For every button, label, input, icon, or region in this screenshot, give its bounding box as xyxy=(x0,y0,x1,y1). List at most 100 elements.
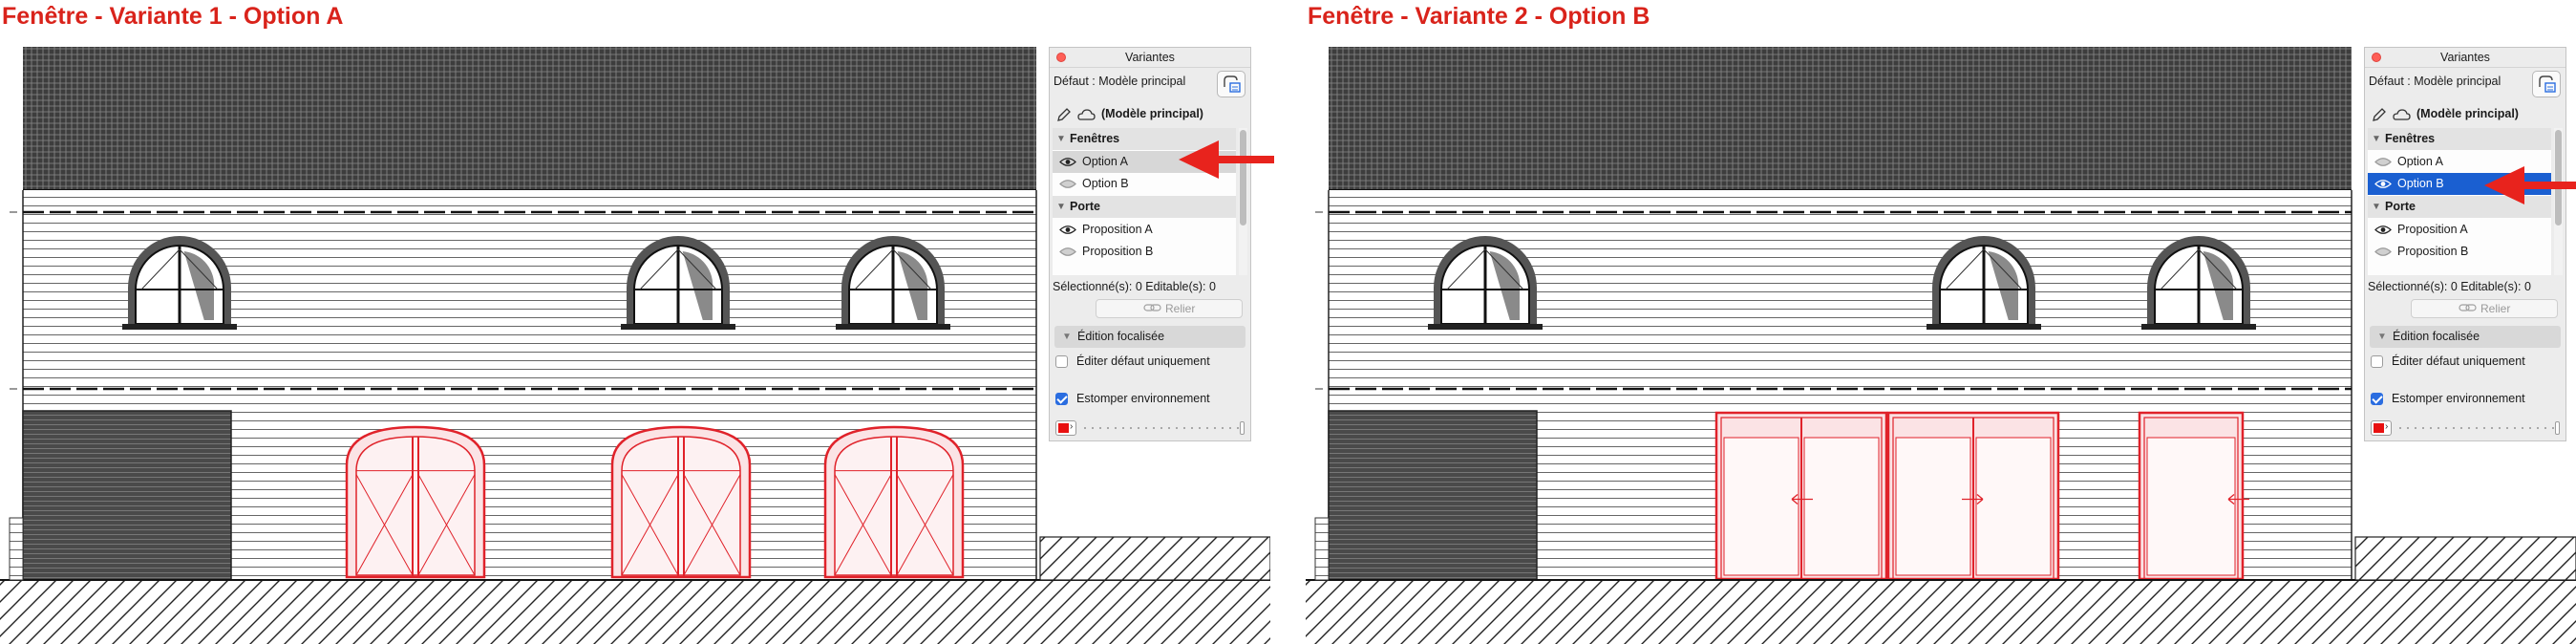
eye-icon[interactable] xyxy=(2374,247,2392,257)
door-leaf xyxy=(355,436,476,576)
window-shade xyxy=(2203,251,2234,320)
model-layers-button[interactable] xyxy=(1217,71,1245,97)
eye-icon[interactable] xyxy=(1059,225,1076,235)
pencil-icon[interactable] xyxy=(2371,106,2388,123)
eye-icon[interactable] xyxy=(2374,179,2392,189)
selection-status: Sélectionné(s): 0 Editable(s): 0 xyxy=(2368,280,2531,293)
cloud-icon[interactable] xyxy=(1076,106,1096,123)
chevron-down-icon: ▼ xyxy=(1062,332,1072,342)
chevron-down-icon[interactable]: ▼ xyxy=(2372,134,2381,144)
link-button[interactable]: Relier xyxy=(1096,299,1243,318)
chevron-down-icon[interactable]: ▼ xyxy=(1056,202,1066,212)
focused-edit-section[interactable]: ▼ Édition focalisée xyxy=(2370,326,2561,348)
eye-icon[interactable] xyxy=(1059,179,1076,189)
variant-option[interactable]: Option A xyxy=(2368,151,2551,173)
option-label: Option B xyxy=(1082,177,1129,190)
door-leaf xyxy=(1895,437,1971,576)
scroll-thumb[interactable] xyxy=(2555,130,2562,225)
figure-variant-2: Fenêtre - Variante 2 - Option B Variante… xyxy=(1306,0,2576,644)
edit-default-only-label: Éditer défaut uniquement xyxy=(2392,354,2525,368)
window-sill xyxy=(836,324,950,330)
environment-opacity-slider[interactable]: › xyxy=(1055,420,1245,436)
slider-track[interactable] xyxy=(1084,427,1239,429)
elevation-drawing xyxy=(1306,47,2576,644)
variant-option[interactable]: Proposition A xyxy=(2368,219,2551,241)
window-glazing xyxy=(854,248,932,290)
model-layers-button[interactable] xyxy=(2532,71,2561,97)
option-label: Proposition A xyxy=(2397,223,2468,236)
eye-icon[interactable] xyxy=(1059,157,1076,167)
link-icon xyxy=(2459,304,2477,311)
figure-variant-1: Fenêtre - Variante 1 - Option A Variante… xyxy=(0,0,1274,644)
checkbox-box[interactable] xyxy=(2371,355,2383,368)
edit-default-only-checkbox[interactable]: Éditer défaut uniquement xyxy=(2371,354,2562,371)
model-layers-icon xyxy=(1224,75,1241,93)
eye-icon[interactable] xyxy=(1059,247,1076,257)
window-shade xyxy=(183,251,215,320)
chevron-down-icon[interactable]: ▼ xyxy=(2372,202,2381,212)
group-label: Porte xyxy=(1070,200,1100,213)
cloud-icon[interactable] xyxy=(2392,106,2411,123)
variant-group[interactable]: ▼ Fenêtres xyxy=(1053,128,1236,150)
checkbox-box[interactable] xyxy=(1055,355,1068,368)
main-model-row[interactable]: (Modèle principal) xyxy=(1054,105,1245,124)
link-button-label: Relier xyxy=(1165,302,1196,315)
environment-opacity-slider[interactable]: › xyxy=(2371,420,2560,436)
slider-knob[interactable] xyxy=(2555,421,2560,435)
main-model-row[interactable]: (Modèle principal) xyxy=(2369,105,2560,124)
close-icon[interactable] xyxy=(2372,53,2381,62)
variant-option[interactable]: Proposition A xyxy=(1053,219,1236,241)
option-label: Proposition A xyxy=(1082,223,1153,236)
focused-edit-section[interactable]: ▼ Édition focalisée xyxy=(1054,326,1245,348)
variant-group[interactable]: ▼ Porte xyxy=(1053,196,1236,218)
eye-icon[interactable] xyxy=(2374,157,2392,167)
edit-default-only-checkbox[interactable]: Éditer défaut uniquement xyxy=(1055,354,1246,371)
color-swatch[interactable]: › xyxy=(1055,420,1076,436)
color-swatch[interactable]: › xyxy=(2371,420,2392,436)
checkbox-box[interactable] xyxy=(2371,393,2383,405)
group-label: Fenêtres xyxy=(1070,132,1120,145)
garage-door xyxy=(22,410,232,581)
chevron-down-icon: ▼ xyxy=(2377,332,2387,342)
scroll-thumb[interactable] xyxy=(1240,130,1246,225)
option-label: Proposition B xyxy=(1082,245,1154,258)
default-model-label: Défaut : Modèle principal xyxy=(1054,75,1186,88)
variant-option[interactable]: Proposition B xyxy=(2368,241,2551,263)
blur-environment-label: Estomper environnement xyxy=(2392,392,2525,405)
checkbox-box[interactable] xyxy=(1055,393,1068,405)
slider-track[interactable] xyxy=(2399,427,2554,429)
close-icon[interactable] xyxy=(1056,53,1066,62)
window-sill xyxy=(2141,324,2256,330)
ground-hatch xyxy=(1306,580,2576,644)
variant-option[interactable]: Option B xyxy=(1053,173,1236,195)
door-opening-lines xyxy=(355,474,476,576)
door-leaf xyxy=(621,436,741,576)
link-button-label: Relier xyxy=(2480,302,2511,315)
selection-status: Sélectionné(s): 0 Editable(s): 0 xyxy=(1053,280,1216,293)
window-glazing xyxy=(1945,248,2023,290)
window-shade xyxy=(897,251,928,320)
door-leaf xyxy=(1723,437,1799,576)
window-shade xyxy=(682,251,713,320)
variants-palette: Variantes Défaut : Modèle principal (Mod… xyxy=(1049,47,1251,441)
palette-title: Variantes xyxy=(1125,51,1175,64)
window-sill xyxy=(122,324,237,330)
chevron-down-icon[interactable]: ▼ xyxy=(1056,134,1066,144)
list-scrollbar[interactable] xyxy=(1239,128,1247,275)
variant-group[interactable]: ▼Fenêtres xyxy=(2368,128,2551,150)
eye-icon[interactable] xyxy=(2374,225,2392,235)
roof-tiles xyxy=(23,47,1036,190)
red-arrow-pointer xyxy=(2484,166,2576,204)
window-glazing xyxy=(140,248,219,290)
variant-option[interactable]: Proposition B xyxy=(1053,241,1236,263)
pencil-icon[interactable] xyxy=(1055,106,1073,123)
palette-title: Variantes xyxy=(2440,51,2490,64)
blur-environment-checkbox[interactable]: Estomper environnement xyxy=(1055,391,1246,408)
slider-knob[interactable] xyxy=(1240,421,1245,435)
link-button[interactable]: Relier xyxy=(2411,299,2558,318)
variant-group[interactable]: ▼Porte xyxy=(2368,196,2551,218)
blur-environment-checkbox[interactable]: Estomper environnement xyxy=(2371,391,2562,408)
list-scrollbar[interactable] xyxy=(2554,128,2563,275)
door-leaf xyxy=(834,436,954,576)
option-label: Option A xyxy=(1082,155,1128,168)
